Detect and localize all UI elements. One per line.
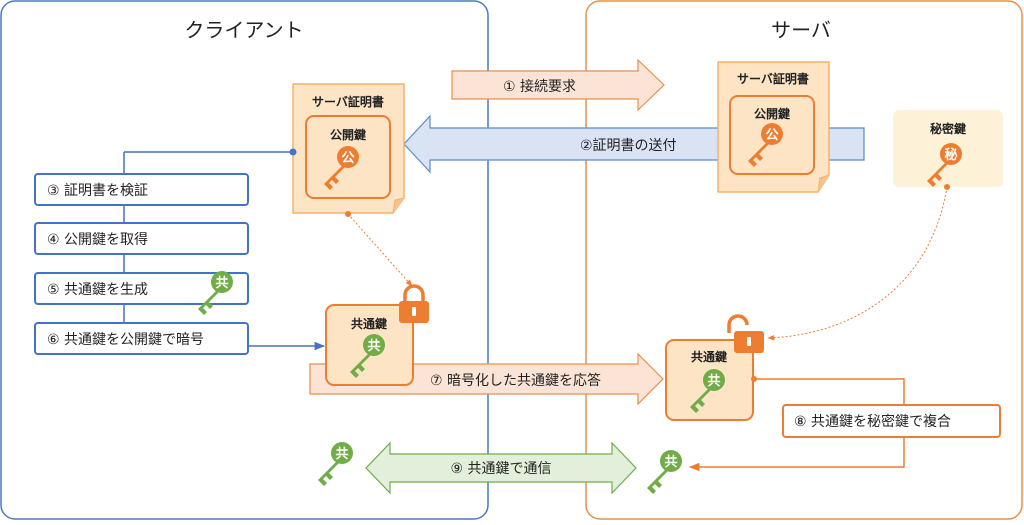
public-key-icon: 公 (748, 123, 783, 167)
server-section (585, 0, 1023, 520)
private-key-label: 秘密鍵 (930, 121, 966, 136)
public-key-glyph: 公 (341, 151, 354, 166)
communicate-label: ⑨ 共通鍵で通信 (450, 461, 551, 477)
private-key-glyph: 秘 (944, 147, 957, 163)
step-verify-cert-label: ③ 証明書を検証 (47, 183, 148, 199)
svg-text:共: 共 (707, 373, 720, 389)
server-shared-key-label: 共通鍵 (691, 349, 727, 364)
server-decrypt-step-label: ⑧ 共通鍵を秘密鍵で複合 (794, 413, 951, 430)
step-generate-shared-key-label: ⑤ 共通鍵を生成 (47, 282, 148, 298)
client-title: クライアント (184, 18, 303, 42)
connect-request-arrow: ① 接続要求 (451, 58, 665, 112)
send-cert-label: ②証明書の送付 (580, 138, 677, 154)
svg-text:共: 共 (335, 446, 348, 462)
private-key-box: 秘密鍵 秘 (893, 110, 1003, 187)
server-shared-key-box: 共通鍵 共 (665, 339, 754, 421)
shared-key-icon: 共 (690, 369, 725, 413)
communicate-arrow: ⑨ 共通鍵で通信 (365, 441, 637, 495)
step-get-public-key-label: ④ 公開鍵を取得 (47, 231, 148, 248)
shared-key-icon: 共 (350, 334, 385, 378)
step-encrypt-shared-key-label: ⑥ 共通鍵を公開鍵で暗号 (47, 332, 204, 348)
server-decrypt-step: ⑧ 共通鍵を秘密鍵で複合 (782, 404, 1001, 438)
step-generate-shared-key: ⑤ 共通鍵を生成 共 (34, 271, 249, 315)
shared-key-icon: 共 (318, 442, 353, 486)
step-get-public-key: ④ 公開鍵を取得 (34, 222, 249, 255)
client-cert-key-label: 公開鍵 (330, 127, 366, 142)
private-key-connector (767, 186, 948, 341)
connect-request-label: ① 接続要求 (503, 78, 576, 95)
shared-key-icon: 共 (198, 271, 233, 315)
step-verify-cert: ③ 証明書を検証 (34, 173, 249, 206)
server-cert-key-label: 公開鍵 (754, 106, 790, 121)
respond-label: ⑦ 暗号化した共通鍵を応答 (430, 372, 601, 389)
cert-connector-dot (289, 148, 297, 156)
server-cert-title: サーバ証明書 (737, 71, 809, 86)
client-shared-key-box: 共通鍵 共 (325, 304, 414, 386)
cert-lock-connector (347, 213, 413, 287)
shared-key-icon: 共 (647, 450, 682, 494)
client-cert-title: サーバ証明書 (312, 94, 384, 109)
server-title: サーバ (771, 18, 831, 42)
public-key-icon: 公 (324, 146, 359, 190)
server-public-key-glyph: 公 (765, 128, 778, 143)
step-encrypt-shared-key: ⑥ 共通鍵を公開鍵で暗号 (34, 322, 249, 355)
client-section (0, 0, 489, 520)
private-key-icon: 秘 (927, 143, 962, 187)
lock-icon (399, 284, 429, 323)
svg-text:共: 共 (664, 454, 677, 470)
client-shared-key-label: 共通鍵 (351, 316, 387, 331)
server-certificate: サーバ証明書 公開鍵 公 (717, 61, 830, 193)
svg-text:共: 共 (215, 275, 228, 291)
svg-text:共: 共 (367, 338, 380, 354)
unlock-icon (727, 314, 764, 353)
client-server-certificate: サーバ証明書 公開鍵 公 (292, 83, 405, 214)
